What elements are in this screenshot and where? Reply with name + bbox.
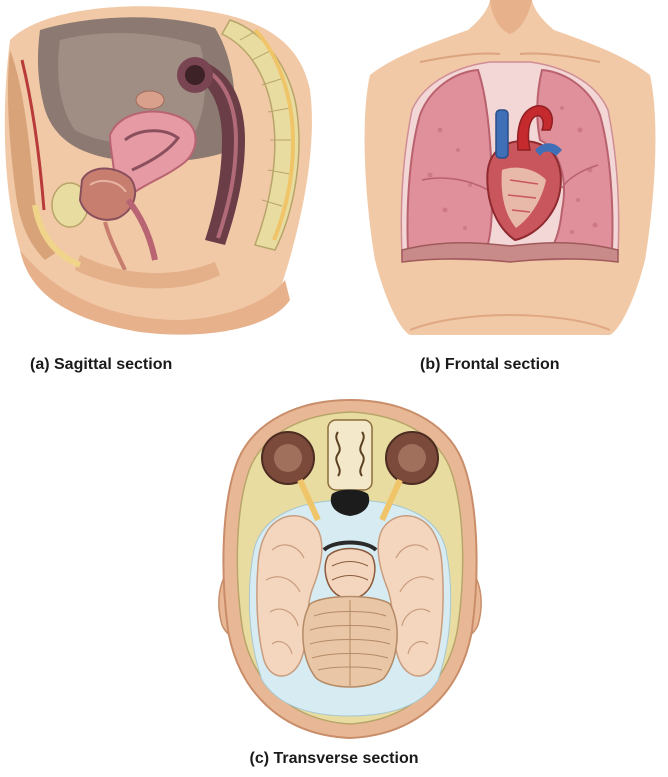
brainstem [325,549,375,599]
ovary [136,91,164,109]
frontal-section-panel [350,0,668,335]
transverse-head-illustration [200,390,500,745]
caption-frontal-section: (b) Frontal section [420,356,620,374]
diaphragm [402,243,618,262]
urinary-bladder [80,168,135,219]
caption-sagittal-section: (a) Sagittal section [30,356,270,374]
nasal-cavity [328,420,372,490]
superior-vena-cava [496,110,508,158]
frontal-thorax-illustration [350,0,668,335]
sagittal-section-panel [0,0,318,335]
transverse-section-panel [200,390,500,745]
caption-transverse-section: (c) Transverse section [204,750,464,768]
sagittal-pelvis-illustration [0,0,318,335]
